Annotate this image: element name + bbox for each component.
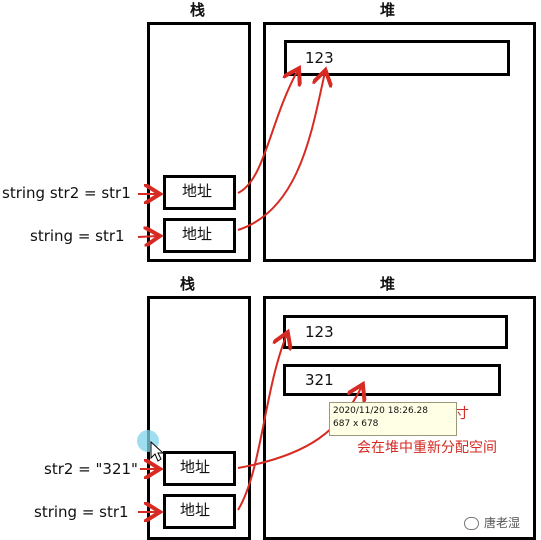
wechat-icon xyxy=(464,517,479,530)
top-addr-box-1 xyxy=(163,175,236,210)
watermark-text: 唐老湿 xyxy=(484,516,521,530)
bottom-addr-label-2: 地址 xyxy=(180,501,211,519)
bottom-heap-object-1 xyxy=(283,315,508,349)
bottom-addr-box-1 xyxy=(163,451,236,486)
bottom-addr-label-1: 地址 xyxy=(180,458,211,476)
annotation-partial: 寸 xyxy=(455,406,469,422)
top-arrow-label-2 xyxy=(137,236,158,237)
top-heap-title: 堆 xyxy=(380,1,396,19)
bottom-heap-value-2: 321 xyxy=(305,371,334,389)
top-var-label-2: string = str1 xyxy=(30,227,125,245)
bottom-var-label-2: string = str1 xyxy=(34,503,129,521)
top-arrow-addr-2 xyxy=(237,72,325,231)
top-stack-title: 栈 xyxy=(190,1,206,19)
top-addr-label-1: 地址 xyxy=(182,182,213,200)
bottom-var-label-1: str2 = "321" xyxy=(44,460,138,478)
top-addr-box-2 xyxy=(163,218,236,253)
top-addr-label-2: 地址 xyxy=(182,225,213,243)
tooltip-datetime: 2020/11/20 18:26.28 xyxy=(333,406,428,416)
bottom-heap-title: 堆 xyxy=(380,275,396,293)
bottom-arrow-addr-2 xyxy=(237,334,287,511)
datetime-tooltip: 2020/11/20 18:26.28 687 x 678 xyxy=(329,402,457,436)
watermark: 唐老湿 xyxy=(464,514,520,531)
bottom-addr-box-2 xyxy=(163,494,236,529)
bottom-heap-object-2 xyxy=(283,364,501,396)
bottom-heap-value-1: 123 xyxy=(305,323,334,341)
bottom-stack-title: 栈 xyxy=(180,275,196,293)
top-arrow-addr-1 xyxy=(237,70,298,194)
top-heap-value: 123 xyxy=(305,49,334,67)
tooltip-size: 687 x 678 xyxy=(333,419,379,429)
top-var-label-1: string str2 = str1 xyxy=(2,184,131,202)
annotation-note: 会在堆中重新分配空间 xyxy=(357,440,497,456)
bottom-arrow-addr-1 xyxy=(237,386,362,469)
